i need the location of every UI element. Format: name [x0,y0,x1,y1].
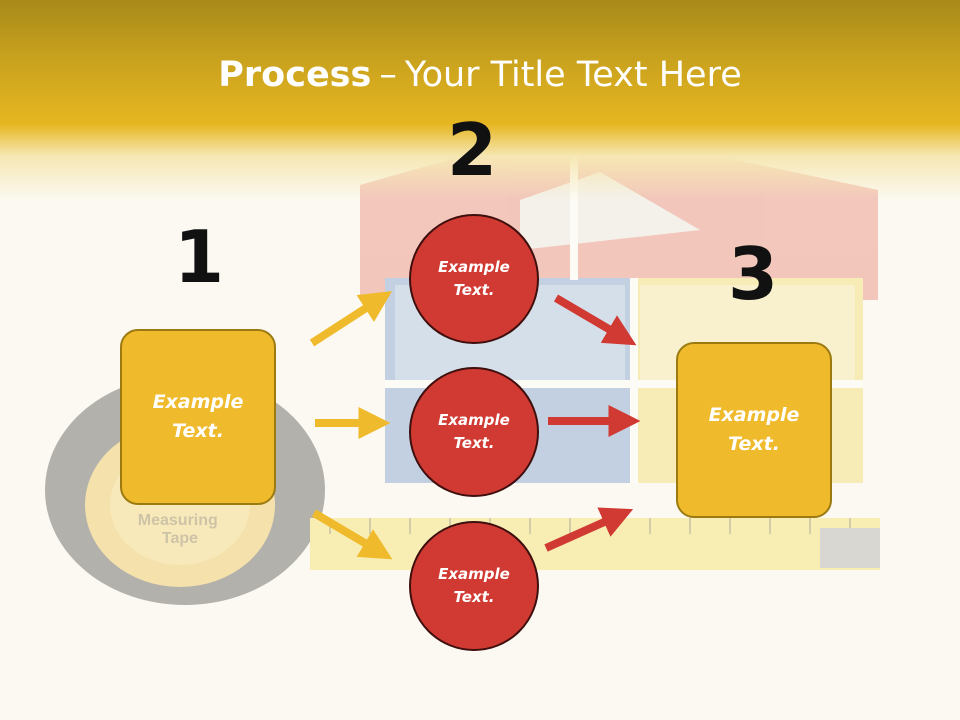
circle-top: Example Text. [409,214,539,344]
circle-middle: Example Text. [409,367,539,497]
left-text-box: Example Text. [120,329,276,505]
title-rest: Your Title Text Here [404,55,742,95]
stage-number-2: 2 [446,108,498,192]
stage-number-3: 3 [727,232,779,316]
arrow-left-to-bottom [311,509,393,560]
title-banner [0,0,960,200]
slide-title: Process–Your Title Text Here [0,52,960,98]
stage-number-1: 1 [173,215,225,299]
tape-label: Measuring Tape [138,512,222,547]
circle-bottom-text: Example Text. [438,565,510,606]
arrow-top-to-right [553,294,637,346]
right-box-text: Example Text. [708,404,800,455]
circle-bottom: Example Text. [409,521,539,651]
circle-top-text: Example Text. [438,258,510,299]
title-separator: – [379,55,397,95]
right-text-box: Example Text. [676,342,832,518]
arrow-left-to-top [309,291,393,347]
title-bold: Process [218,55,372,95]
circle-middle-text: Example Text. [438,411,510,452]
left-box-text: Example Text. [152,391,244,442]
arrow-bottom-to-right [544,507,634,552]
